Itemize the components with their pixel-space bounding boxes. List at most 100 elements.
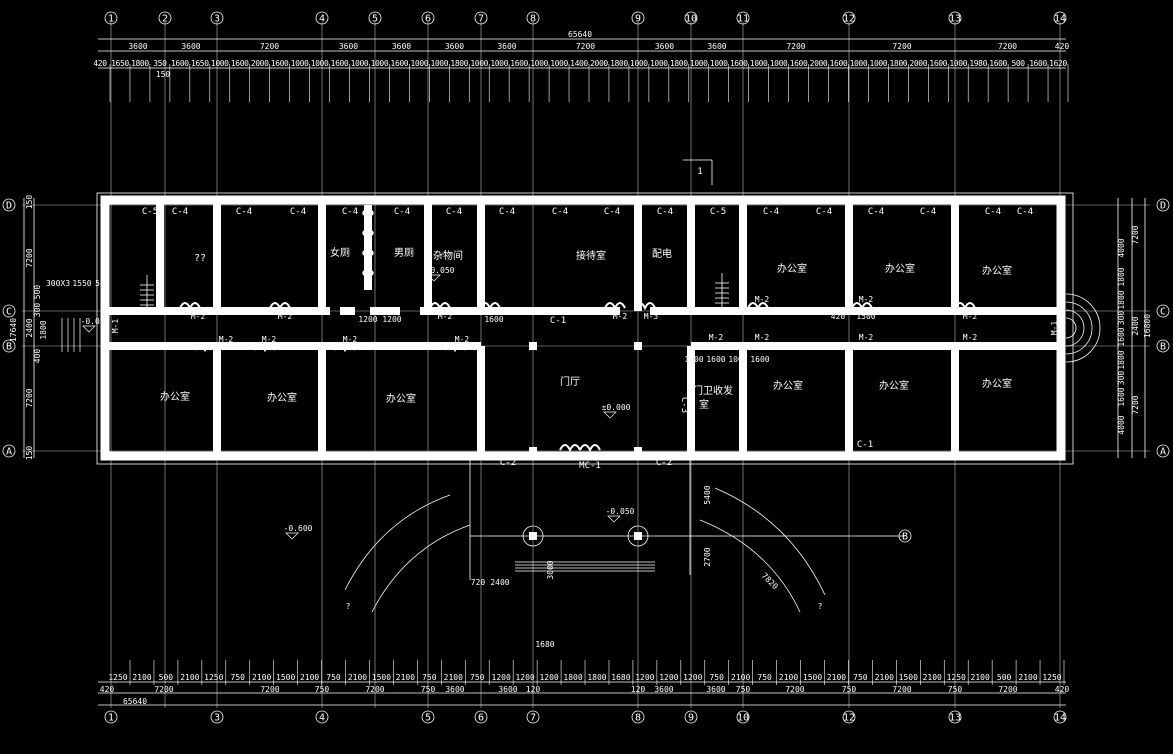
dimension-top-row2: 1000 bbox=[530, 59, 548, 68]
dimension-bottom-row1: 1500 bbox=[803, 673, 822, 682]
dimension-bottom-row2: 750 bbox=[948, 685, 963, 694]
canopy-column bbox=[529, 532, 537, 540]
dimension-top-row2: 1620 bbox=[1049, 59, 1067, 68]
elevation-triangle bbox=[82, 325, 96, 333]
dimension-left: 7200 bbox=[25, 248, 34, 267]
dimension-top-row2: 2000 bbox=[251, 59, 269, 68]
room-label: 办公室 bbox=[879, 379, 909, 392]
axis-label-top-13: 13 bbox=[949, 14, 961, 25]
dimension-left: 150 bbox=[25, 195, 34, 210]
window-label: C-4 bbox=[290, 207, 306, 217]
dimension-bottom-row1: 2100 bbox=[731, 673, 750, 682]
axis-label-bottom-14: 14 bbox=[1054, 713, 1066, 724]
door-label: M-2 bbox=[709, 333, 724, 342]
axis-label-right-A-circle bbox=[1156, 444, 1170, 458]
canopy-column bbox=[634, 532, 642, 540]
dimension-bottom-row2: 750 bbox=[736, 685, 751, 694]
axis-label-bottom-12-circle bbox=[842, 710, 856, 724]
door-swing bbox=[269, 302, 291, 311]
axis-label-top-1: 1 bbox=[108, 14, 114, 25]
axis-label-top-7: 7 bbox=[478, 14, 484, 25]
axis-label-bottom-5-circle bbox=[421, 710, 435, 724]
door-label: M-2 bbox=[859, 333, 874, 342]
dimension-top-row2: 1600 bbox=[271, 59, 289, 68]
window-label: C-4 bbox=[1017, 207, 1033, 217]
dimension-top-row2: 500 bbox=[1011, 59, 1025, 68]
window-label: C-4 bbox=[499, 207, 515, 217]
misc-dimension: 2400 bbox=[490, 578, 509, 587]
door-swing bbox=[444, 344, 466, 353]
door-label: M-2 bbox=[219, 335, 234, 344]
room-label: 办公室 bbox=[777, 262, 807, 275]
dimension-top-row2: 1000 bbox=[550, 59, 568, 68]
dimension-top-row2: 1800 bbox=[670, 59, 688, 68]
dimension-top-row2: 1600 bbox=[510, 59, 528, 68]
dimension-bottom-row2: 7200 bbox=[998, 685, 1017, 694]
dimension-bottom-row2: 750 bbox=[842, 685, 857, 694]
dimension-bottom-row2: 7200 bbox=[892, 685, 911, 694]
axis-label-top-2: 2 bbox=[162, 14, 168, 25]
misc-dimension: 7820 bbox=[760, 571, 780, 591]
dimension-left: 1550 bbox=[72, 279, 91, 288]
axis-label-top-12-circle bbox=[842, 11, 856, 25]
dimension-bottom-row2: 420 bbox=[1055, 685, 1070, 694]
door-swing bbox=[194, 344, 216, 353]
dimension-bottom-row2: 7200 bbox=[365, 685, 384, 694]
dimension-bottom-total: 65640 bbox=[123, 697, 147, 706]
exterior-wall bbox=[100, 195, 1066, 461]
dimension-bottom-row1: 2100 bbox=[180, 673, 199, 682]
dimension-bottom-row1: 2100 bbox=[300, 673, 319, 682]
misc-dimension: 1200 bbox=[382, 315, 401, 324]
room-label: 办公室 bbox=[885, 262, 915, 275]
axis-label-top-14: 14 bbox=[1054, 14, 1066, 25]
dimension-top-row1: 3600 bbox=[707, 42, 726, 51]
dimension-bottom-row1: 1500 bbox=[899, 673, 918, 682]
dimension-left: 400 bbox=[33, 349, 42, 364]
dimension-top-row2: 1000 bbox=[630, 59, 648, 68]
misc-dimension: ? bbox=[346, 602, 351, 611]
dimension-top-row2: 2000 bbox=[909, 59, 927, 68]
dimension-right: 7200 bbox=[1131, 225, 1140, 244]
dimension-top-row2: 1600 bbox=[331, 59, 349, 68]
axis-label-bottom-8-circle bbox=[631, 710, 645, 724]
dimension-bottom-row2: 750 bbox=[421, 685, 436, 694]
entrance-step-arc bbox=[1065, 301, 1093, 355]
dimension-top-row1: 7200 bbox=[892, 42, 911, 51]
dimension-bottom-row1: 2100 bbox=[1018, 673, 1037, 682]
misc-dimension: 1000 bbox=[728, 355, 747, 364]
dimension-top-row2: 1650 bbox=[191, 59, 209, 68]
window-label: C-4 bbox=[394, 207, 410, 217]
axis-b-marker-circle bbox=[898, 529, 912, 543]
dimension-top-row2: 1400 bbox=[570, 59, 588, 68]
dimension-top-row1: 3600 bbox=[655, 42, 674, 51]
room-label: 门卫收发 bbox=[693, 384, 733, 397]
dimension-bottom-row1: 750 bbox=[757, 673, 772, 682]
door-label: M-2 bbox=[859, 295, 874, 304]
room-label: ?? bbox=[194, 253, 206, 264]
axis-label-top-13-circle bbox=[948, 11, 962, 25]
canopy-column-circle bbox=[627, 525, 649, 547]
dimension-top-row1-end: 420 bbox=[1055, 42, 1070, 51]
dimension-top-extra: 150 bbox=[156, 70, 171, 79]
axis-label-bottom-1: 1 bbox=[108, 713, 114, 724]
axis-label-right-B: B bbox=[1160, 342, 1166, 353]
dimension-top-row2: 350 bbox=[153, 59, 167, 68]
axis-label-bottom-8: 8 bbox=[635, 713, 641, 724]
room-label: 女厕 bbox=[330, 246, 350, 259]
dimension-top-row2: 1000 bbox=[490, 59, 508, 68]
window-label: C-4 bbox=[763, 207, 779, 217]
dimension-top-row1: 7200 bbox=[260, 42, 279, 51]
dimension-bottom-row1: 750 bbox=[470, 673, 485, 682]
dimension-top-row2: 1000 bbox=[470, 59, 488, 68]
dimension-top-row1: 3600 bbox=[445, 42, 464, 51]
dimension-bottom-row1: 500 bbox=[997, 673, 1012, 682]
axis-label-top-9-circle bbox=[631, 11, 645, 25]
axis-label-bottom-9-circle bbox=[684, 710, 698, 724]
dimension-bottom-extra: 1680 bbox=[535, 640, 554, 649]
dimension-top-row2: 1800 bbox=[610, 59, 628, 68]
axis-label-bottom-4: 4 bbox=[319, 713, 325, 724]
door-swing bbox=[604, 302, 626, 311]
axis-label-bottom-7-circle bbox=[526, 710, 540, 724]
dimension-bottom-row1: 2100 bbox=[396, 673, 415, 682]
elevation-mark: -0.050 bbox=[426, 266, 455, 275]
